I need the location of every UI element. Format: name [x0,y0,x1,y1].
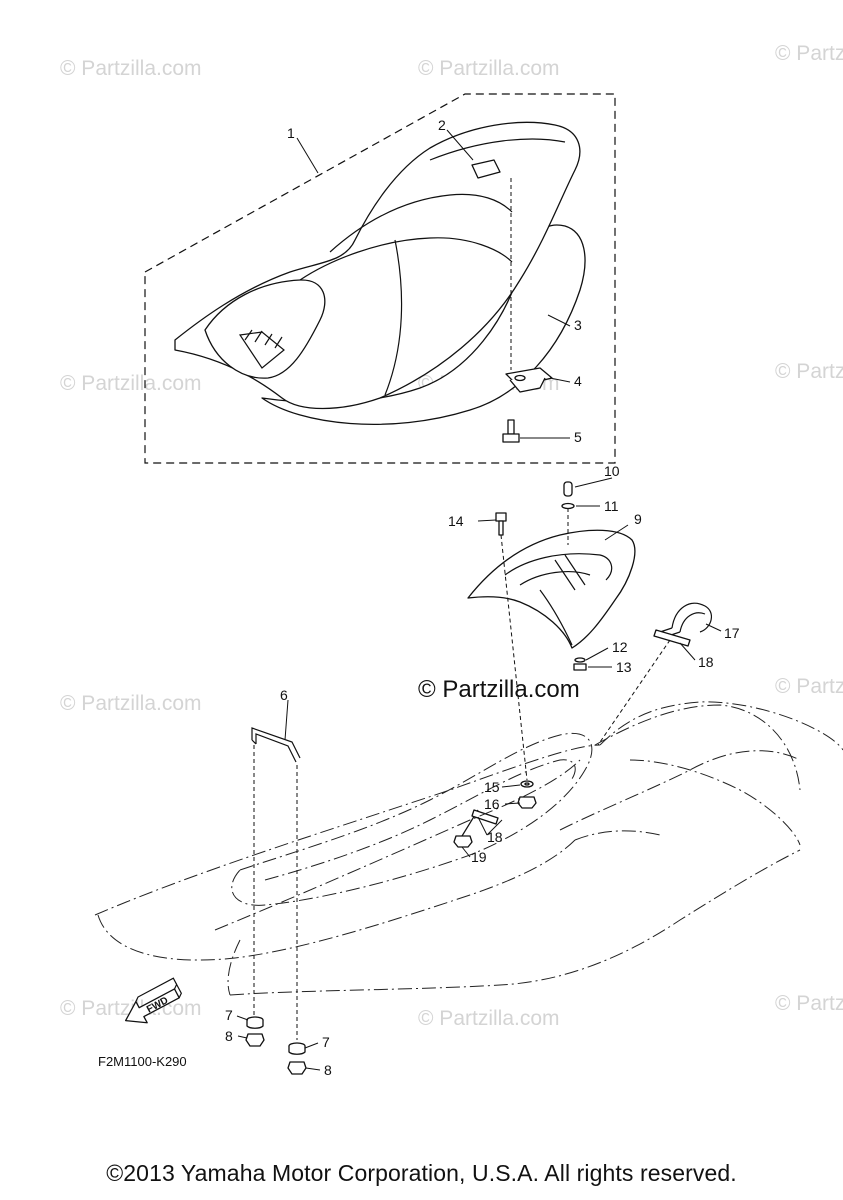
nut-13 [573,657,587,671]
callout-18-right: 18 [698,654,714,670]
callout-8-right: 8 [324,1062,332,1078]
callout-4: 4 [574,373,582,389]
callout-1: 1 [287,125,295,141]
nut-8-right [287,1061,307,1075]
bolt-19 [453,809,499,848]
seat-bolt [502,419,520,443]
tray-screw [561,481,575,510]
watermark: © Partzilla.com [775,360,843,383]
callout-3: 3 [574,317,582,333]
watermark: © Partzilla.com [775,42,843,65]
callout-14: 14 [448,513,464,529]
watermark: © Partzilla.com [418,57,560,80]
watermark: © Partzilla.com [775,992,843,1015]
callout-10: 10 [604,463,620,479]
seat-assembly-boundary [144,93,616,464]
callout-17: 17 [724,625,740,641]
watermark: © Partzilla.com [60,692,202,715]
callouts: 1 2 3 4 5 6 7 8 7 8 9 10 11 12 13 14 15 … [225,117,740,1078]
watermark-grid: © Partzilla.com © Partzilla.com © Partzi… [60,42,843,1030]
bolt-14 [495,512,507,536]
leaders [236,129,722,1071]
callout-2: 2 [438,117,446,133]
callout-19: 19 [471,849,487,865]
watermark: © Partzilla.com [418,1007,560,1030]
callout-9: 9 [634,511,642,527]
watermark: © Partzilla.com [775,675,843,698]
callout-5: 5 [574,429,582,445]
u-bolt-axis [597,639,671,746]
center-watermark: © Partzilla.com [418,676,580,703]
bolt-14-axis [500,534,528,781]
u-bolt [653,602,713,647]
seat-label [471,159,501,179]
callout-16: 16 [484,796,500,812]
callout-18-center: 18 [487,829,503,845]
grab-handle [251,727,301,763]
watermark: © Partzilla.com [60,372,202,395]
hull-deck [94,701,843,996]
callout-13: 13 [616,659,632,675]
washer-7-left [246,1016,264,1029]
nut-8-left [245,1033,265,1047]
callout-11: 11 [604,498,619,514]
callout-15: 15 [484,779,500,795]
copyright-notice: ©2013 Yamaha Motor Corporation, U.S.A. A… [106,1160,737,1186]
storage-tray [467,529,636,649]
diagram-code: F2M1100-K290 [98,1054,187,1069]
seat-hook [505,367,553,393]
callout-8-left: 8 [225,1028,233,1044]
washer-7-right [288,1042,306,1055]
watermark: © Partzilla.com [60,57,202,80]
callout-6: 6 [280,687,288,703]
washer-15 [520,780,534,788]
callout-7-right: 7 [322,1034,330,1050]
nut-16 [517,796,537,809]
seat-cushion [174,121,586,426]
callout-7-left: 7 [225,1007,233,1023]
callout-12: 12 [612,639,628,655]
